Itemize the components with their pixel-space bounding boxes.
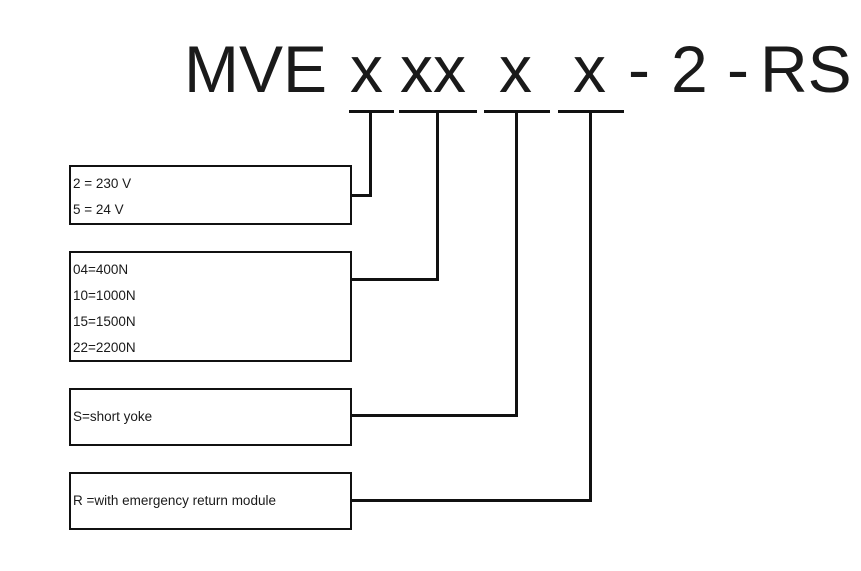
voltage-option: 5 = 24 V [73,202,124,217]
code-field-yoke: x [499,32,532,106]
yoke-options-box: S=short yoke [69,388,352,446]
code-separator-1: - [628,32,650,106]
force-option: 10=1000N [73,288,136,303]
connector-return-vertical [589,110,592,502]
force-options-box: 04=400N 10=1000N 15=1500N 22=2200N [69,251,352,362]
code-field-force: xx [400,32,466,106]
yoke-option: S=short yoke [73,409,153,424]
voltage-option: 2 = 230 V [73,176,132,191]
connector-voltage-vertical [369,110,372,196]
connector-yoke-horizontal [350,414,518,417]
connector-yoke-vertical [515,110,518,417]
force-option: 04=400N [73,262,129,277]
connector-force-vertical [436,110,439,281]
connector-return-horizontal [350,499,592,502]
voltage-options-box: 2 = 230 V 5 = 24 V [69,165,352,225]
code-prefix: MVE [184,32,328,106]
return-option: R =with emergency return module [73,493,276,508]
force-option: 22=2200N [73,340,136,355]
code-size: 2 [671,32,708,106]
connector-force-horizontal [350,278,439,281]
code-field-return: x [573,32,606,106]
code-field-voltage: x [350,32,383,106]
return-options-box: R =with emergency return module [69,472,352,530]
connector-voltage-horizontal [350,194,372,197]
code-suffix: RS [760,32,852,106]
force-option: 15=1500N [73,314,136,329]
code-separator-2: - [727,32,749,106]
